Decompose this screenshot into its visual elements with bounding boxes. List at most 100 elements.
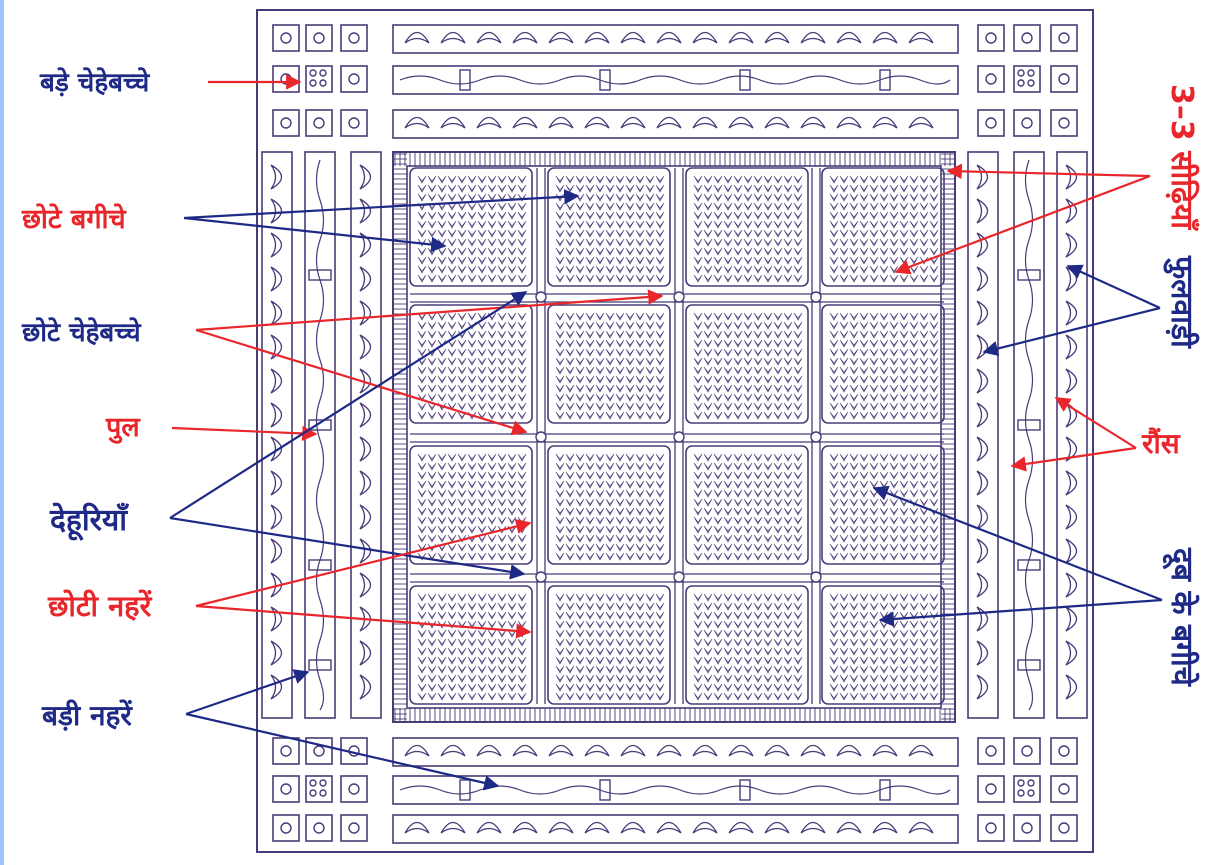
shrub-glyph <box>615 525 625 534</box>
shrub-glyph <box>487 534 497 543</box>
shrub-glyph <box>829 265 839 274</box>
shrub-glyph <box>869 393 879 402</box>
shrub-glyph <box>763 330 773 339</box>
shrub-glyph <box>869 202 879 211</box>
shrub-glyph <box>773 647 783 656</box>
shrub-glyph <box>457 366 467 375</box>
shrub-glyph <box>655 211 665 220</box>
shrub-glyph <box>517 274 527 283</box>
shrub-glyph <box>703 247 713 256</box>
shrub-glyph <box>773 402 783 411</box>
small-garden <box>409 445 533 565</box>
shrub-glyph <box>655 498 665 507</box>
shrub-glyph <box>919 339 929 348</box>
shrub-glyph <box>849 202 859 211</box>
shrub-glyph <box>723 602 733 611</box>
shrub-glyph <box>625 211 635 220</box>
shrub-glyph <box>839 202 849 211</box>
flower-bed-motif <box>548 116 574 129</box>
shrub-glyph <box>733 593 743 602</box>
shrub-glyph <box>507 638 517 647</box>
flower-bed-motif <box>908 744 934 757</box>
shrub-glyph <box>585 384 595 393</box>
shrub-glyph <box>703 683 713 692</box>
shrub-glyph <box>889 375 899 384</box>
shrub-glyph <box>899 453 909 462</box>
shrub-glyph <box>919 593 929 602</box>
shrub-glyph <box>899 552 909 561</box>
shrub-glyph <box>879 184 889 193</box>
shrub-glyph <box>467 683 477 692</box>
shrub-glyph <box>753 552 763 561</box>
shrub-glyph <box>733 229 743 238</box>
shrub-glyph <box>645 330 655 339</box>
shrub-glyph <box>783 656 793 665</box>
bridge <box>308 659 332 671</box>
shrub-glyph <box>919 602 929 611</box>
shrub-glyph <box>693 357 703 366</box>
shrub-glyph <box>723 411 733 420</box>
shrub-glyph <box>427 375 437 384</box>
shrub-glyph <box>467 375 477 384</box>
shrub-glyph <box>693 534 703 543</box>
shrub-glyph <box>645 211 655 220</box>
shrub-glyph <box>467 348 477 357</box>
shrub-glyph <box>773 620 783 629</box>
shrub-glyph <box>487 602 497 611</box>
shrub-glyph <box>713 348 723 357</box>
shrub-glyph <box>595 534 605 543</box>
shrub-glyph <box>497 593 507 602</box>
shrub-glyph <box>417 683 427 692</box>
shrub-glyph <box>899 620 909 629</box>
shrub-glyph <box>645 265 655 274</box>
bottom-right-tank-motif <box>1058 745 1070 757</box>
shrub-glyph <box>457 202 467 211</box>
shrub-glyph <box>829 402 839 411</box>
small-tank <box>810 571 822 583</box>
shrub-glyph <box>575 516 585 525</box>
shrub-glyph <box>773 656 783 665</box>
shrub-glyph <box>517 220 527 229</box>
shrub-glyph <box>645 516 655 525</box>
flower-bed-motif <box>359 504 372 530</box>
shrub-glyph <box>879 339 889 348</box>
shrub-glyph <box>693 402 703 411</box>
flower-bed-motif <box>692 744 718 757</box>
bottom-left-tank-motif <box>280 822 292 834</box>
shrub-glyph <box>703 674 713 683</box>
shrub-glyph <box>879 256 889 265</box>
shrub-glyph <box>555 184 565 193</box>
shrub-glyph <box>879 393 889 402</box>
bottom-left-tank-dot <box>319 779 327 787</box>
flower-bed-motif <box>440 31 466 44</box>
shrub-glyph <box>477 498 487 507</box>
shrub-glyph <box>497 202 507 211</box>
shrub-glyph <box>427 393 437 402</box>
flower-bed-motif <box>836 31 862 44</box>
shrub-glyph <box>595 384 605 393</box>
shrub-glyph <box>763 348 773 357</box>
shrub-glyph <box>703 534 713 543</box>
shrub-glyph <box>753 366 763 375</box>
shrub-glyph <box>733 339 743 348</box>
shrub-glyph <box>615 665 625 674</box>
shrub-glyph <box>703 339 713 348</box>
shrub-glyph <box>605 665 615 674</box>
shrub-glyph <box>437 321 447 330</box>
shrub-glyph <box>507 593 517 602</box>
shrub-glyph <box>585 611 595 620</box>
shrub-glyph <box>655 193 665 202</box>
shrub-glyph <box>615 453 625 462</box>
arrow-phulwadi-2 <box>982 306 1161 357</box>
shrub-glyph <box>763 498 773 507</box>
shrub-glyph <box>869 507 879 516</box>
shrub-glyph <box>645 453 655 462</box>
flower-bed-motif <box>764 821 790 834</box>
shrub-glyph <box>645 238 655 247</box>
shrub-glyph <box>713 525 723 534</box>
shrub-glyph <box>919 692 929 701</box>
shrub-glyph <box>645 593 655 602</box>
shrub-glyph <box>487 175 497 184</box>
shrub-glyph <box>723 665 733 674</box>
flower-bed-motif <box>908 821 934 834</box>
